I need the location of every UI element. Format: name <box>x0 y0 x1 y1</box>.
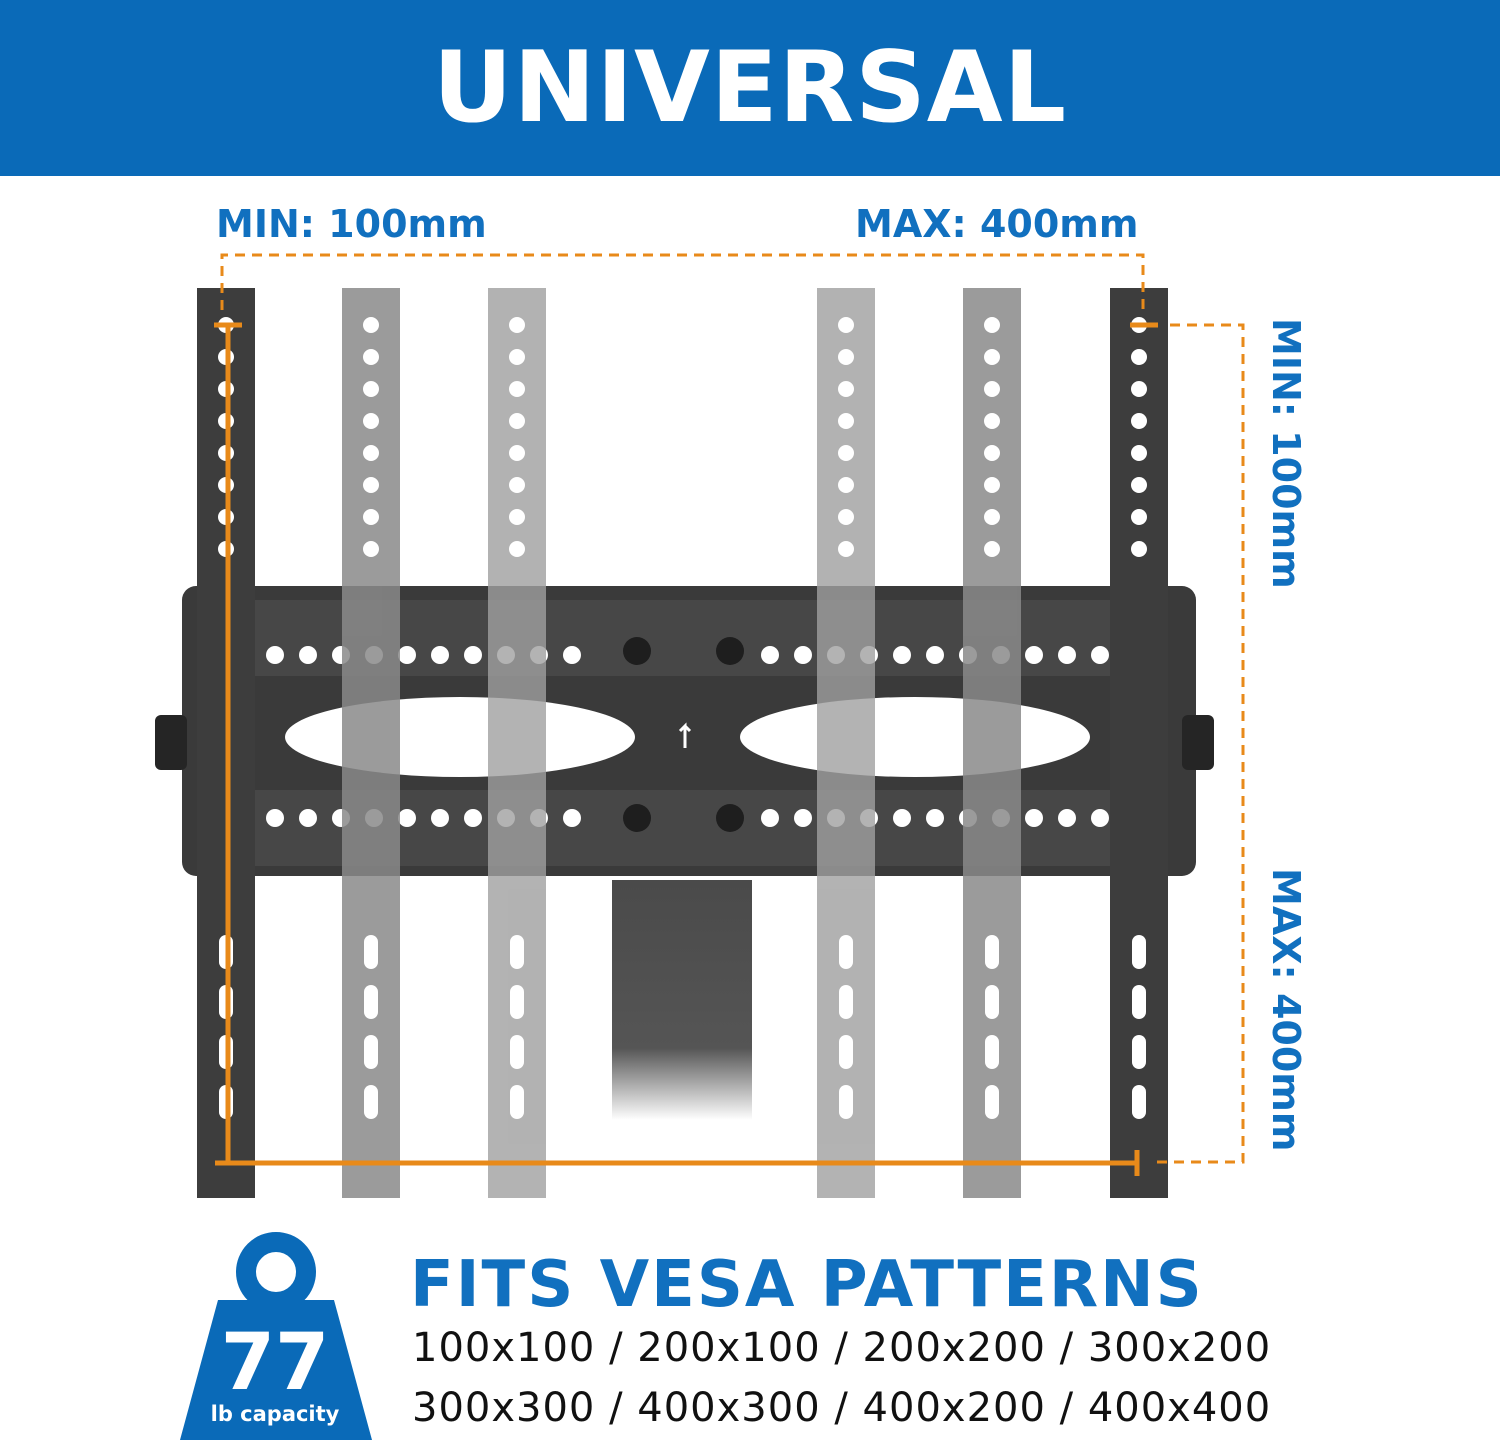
vesa-title: FITS VESA PATTERNS <box>410 1248 1204 1322</box>
side-max-label: MAX: 400mm <box>1264 868 1308 1152</box>
left-slot <box>285 697 635 777</box>
top-max-label: MAX: 400mm <box>855 202 1139 246</box>
vertical-arm <box>817 288 875 1198</box>
dimension-guides <box>214 253 1245 1176</box>
vesa-patterns-line-2: 300x300 / 400x300 / 400x200 / 400x400 <box>412 1385 1272 1431</box>
weight-icon <box>180 1232 372 1440</box>
page-title: UNIVERSAL COMPATIBILITY <box>325 31 1174 321</box>
horizontal-bracket <box>155 586 1214 876</box>
vertical-arm <box>342 288 400 1198</box>
vertical-arm <box>488 288 546 1198</box>
title-banner <box>0 0 1500 176</box>
right-knob <box>1182 715 1214 770</box>
capacity-unit: lb capacity <box>210 1402 340 1426</box>
side-min-label: MIN: 100mm <box>1264 318 1308 589</box>
left-knob <box>155 715 187 770</box>
top-min-label: MIN: 100mm <box>216 202 487 246</box>
vesa-patterns-line-1: 100x100 / 200x100 / 200x200 / 300x200 <box>412 1325 1272 1371</box>
vertical-arm <box>1110 288 1168 1198</box>
right-slot <box>740 697 1090 777</box>
vertical-arm <box>963 288 1021 1198</box>
support-pole <box>612 880 752 1120</box>
capacity-value: 77 <box>220 1318 330 1408</box>
